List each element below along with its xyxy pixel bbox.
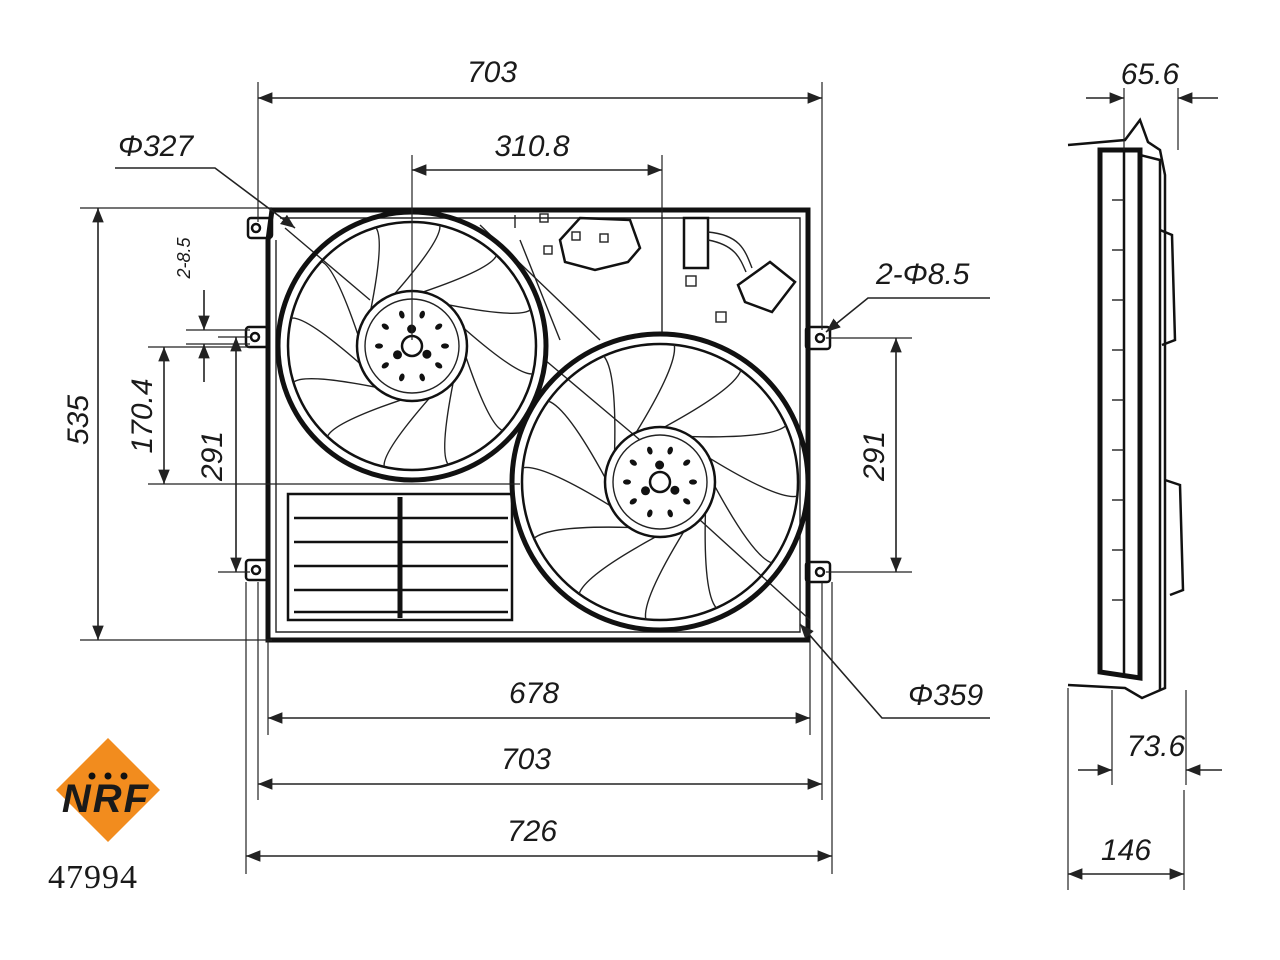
dim-label-fan-center-distance: 310.8 <box>494 130 569 163</box>
dim-total-height: 535 <box>62 207 272 641</box>
connector-module <box>539 213 797 323</box>
fan-blade <box>547 400 606 479</box>
fan-blade <box>292 378 376 388</box>
dim-side-depth: 146 <box>1067 688 1185 890</box>
hub-bolt <box>641 486 650 496</box>
dim-label-bottom-width: 703 <box>501 743 551 776</box>
hub-hole <box>435 323 443 330</box>
dim-side-top: 65.6 <box>1086 58 1218 150</box>
small-fan <box>275 209 549 483</box>
fan-blade <box>326 399 402 438</box>
fan-blade <box>522 466 611 507</box>
small-fan-hub-holes <box>375 310 449 382</box>
fan-blade <box>709 457 798 498</box>
hub-bolt <box>670 485 680 495</box>
dim-label-total-height: 535 <box>62 395 95 445</box>
dim-offset-170: 170.4 <box>126 346 520 485</box>
fan-blade <box>533 526 629 539</box>
fan-blade <box>663 369 742 428</box>
fan-blade <box>370 226 380 310</box>
dim-label-bottom-inner-width: 678 <box>509 677 559 710</box>
dim-label-hole: 2-Φ8.5 <box>875 258 970 291</box>
fan-blade <box>635 344 676 433</box>
hub-hole <box>667 446 673 455</box>
large-fan-blades <box>522 344 798 620</box>
hub-hole <box>375 343 383 349</box>
shroud-frame <box>265 207 811 643</box>
fan-blade <box>644 531 685 620</box>
small-fan-blades <box>291 225 533 467</box>
hub-hole <box>381 362 389 369</box>
dim-label-top-width: 703 <box>467 56 517 89</box>
grille-slats <box>294 497 508 618</box>
nrf-logo: NRF <box>56 738 160 842</box>
side-view <box>1067 117 1185 700</box>
fan-blade <box>714 485 773 564</box>
dim-bottom-inner-width: 678 <box>267 640 811 735</box>
logo-diamond <box>56 738 160 842</box>
dim-label-small-fan-diameter: Φ327 <box>118 130 194 163</box>
fan-blade <box>444 382 454 466</box>
side-view-ticks <box>1112 199 1124 601</box>
fan-blade <box>393 225 441 295</box>
hub-hole <box>435 362 443 369</box>
hub-hole <box>441 343 449 349</box>
dim-label-side-mid: 73.6 <box>1127 730 1186 763</box>
dim-label-large-fan-diameter: Φ359 <box>908 679 983 712</box>
hub-hole <box>419 373 425 382</box>
dim-label-offset-170: 170.4 <box>126 378 159 453</box>
hub-hole <box>647 446 653 455</box>
fan-blade <box>603 355 616 451</box>
dim-overall-width: 726 <box>245 582 833 874</box>
fan-blade <box>320 260 359 336</box>
dim-large-fan-diameter: Φ359 <box>799 623 990 719</box>
fan-blade <box>448 304 532 314</box>
dim-small-fan-diameter: Φ327 <box>115 130 296 229</box>
dim-bottom-width: 703 <box>257 582 823 800</box>
fan-blade <box>704 513 717 609</box>
mounting-lugs <box>244 216 832 584</box>
hub-hole <box>419 310 425 319</box>
hub-bolt <box>393 350 402 360</box>
fan-blade <box>463 327 533 375</box>
hub-hole <box>667 509 673 518</box>
dim-fan-center-distance: 310.8 <box>411 130 663 340</box>
part-number: 47994 <box>48 859 138 896</box>
hub-hole <box>399 373 405 382</box>
dim-label-overall-width: 726 <box>507 815 557 848</box>
hub-hole <box>623 479 631 485</box>
hub-hole <box>399 310 405 319</box>
dim-label-side-depth: 146 <box>1101 834 1151 867</box>
dim-top-width: 703 <box>257 56 823 330</box>
hub-hole <box>629 459 637 466</box>
dim-side-mid: 73.6 <box>1078 690 1222 785</box>
hub-bolt <box>422 349 432 359</box>
dim-label-right-hole-span: 291 <box>858 431 891 482</box>
dim-label-side-top: 65.6 <box>1121 58 1180 91</box>
dim-left-hole-span: 291 <box>196 336 250 573</box>
logo-text: NRF <box>62 777 150 821</box>
fan-blade <box>291 317 361 365</box>
large-fan-hub-holes <box>623 446 697 518</box>
fan-blade <box>578 536 657 595</box>
hub-hole <box>683 459 691 466</box>
hub-hole <box>683 498 691 505</box>
dim-label-left-hole-span: 291 <box>196 431 229 482</box>
hub-hole <box>381 323 389 330</box>
dim-right-hole-span: 291 <box>826 337 912 573</box>
fan-blade <box>422 254 498 293</box>
hub-hole <box>647 509 653 518</box>
fan-blade <box>465 356 504 432</box>
dim-label-hole-vertical: 2-8.5 <box>174 236 194 279</box>
dim-hole-label: 2-Φ8.5 <box>825 258 990 333</box>
large-fan <box>509 331 811 633</box>
dim-hole-vertical: 2-8.5 <box>174 236 250 382</box>
hub-bolt <box>655 460 665 470</box>
hub-hole <box>629 498 637 505</box>
hub-hole <box>689 479 697 485</box>
fan-blade <box>383 397 431 467</box>
fan-blade <box>691 425 787 438</box>
